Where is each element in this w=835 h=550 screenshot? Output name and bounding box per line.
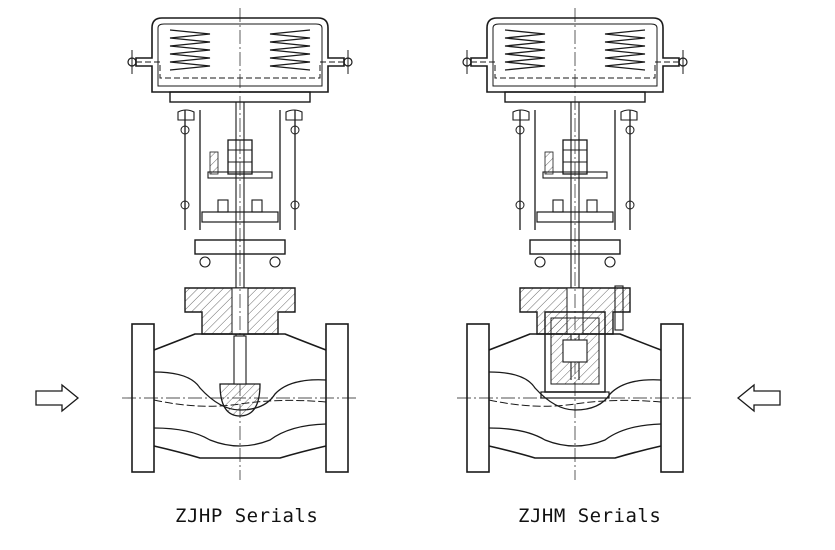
zjhp-valve-drawing xyxy=(121,7,359,481)
flow-arrow-right xyxy=(35,383,80,413)
zjhm-valve-drawing xyxy=(456,7,694,481)
zjhp-caption: ZJHP Serials xyxy=(175,505,319,527)
zjhm-caption: ZJHM Serials xyxy=(518,505,662,527)
flow-arrow-left xyxy=(736,383,781,413)
